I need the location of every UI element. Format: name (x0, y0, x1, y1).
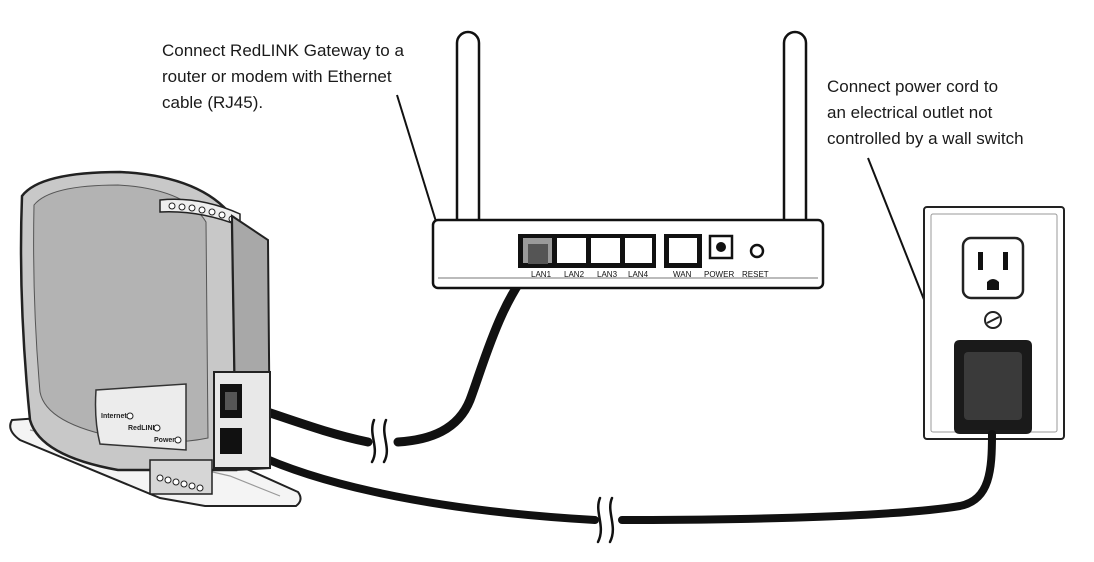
led-label-internet: Internet (101, 413, 127, 420)
lan2-port (557, 238, 586, 263)
ethernet-cable-break-icon (370, 418, 389, 464)
gateway-led-panel (94, 383, 187, 451)
power-cable-break-icon (596, 496, 615, 544)
power-cable-outlet-side (618, 430, 996, 524)
receptacle-ground (987, 279, 999, 290)
power-callout-line-2: an electrical outlet not (827, 103, 993, 122)
led-label-redlink: RedLINK (128, 425, 158, 432)
gateway-power-port (220, 428, 242, 454)
router-callout-line-2: router or modem with Ethernet (162, 67, 392, 86)
router-callout-line-1: Connect RedLINK Gateway to a (162, 41, 404, 60)
redlink-led-icon (153, 424, 161, 432)
port-label-lan2: LAN2 (564, 270, 585, 279)
router-power-jack-hole (716, 242, 726, 252)
port-label-reset: RESET (742, 270, 769, 279)
port-label-lan3: LAN3 (597, 270, 618, 279)
power-cable-gateway-side (232, 440, 599, 524)
power-callout-line-3: controlled by a wall switch (827, 129, 1024, 148)
power-plug-face (964, 352, 1022, 420)
gateway-ethernet-port-inner (225, 392, 237, 410)
internet-led-icon (126, 412, 134, 420)
power-led-icon (174, 436, 182, 444)
router-callout-line-3: cable (RJ45). (162, 93, 264, 112)
wan-port (669, 238, 697, 263)
router: LAN1 LAN2 LAN3 LAN4 WAN POWER RESET (431, 30, 825, 290)
led-label-power: Power (154, 437, 175, 444)
gateway-vent-dots (168, 202, 236, 223)
port-label-lan4: LAN4 (628, 270, 649, 279)
port-label-power: POWER (704, 270, 734, 279)
port-label-wan: WAN (673, 270, 692, 279)
port-label-lan1: LAN1 (531, 270, 552, 279)
cables (231, 253, 996, 544)
receptacle-slot-right (1003, 252, 1008, 270)
ethernet-cable-router-side (393, 253, 543, 447)
lan3-port (591, 238, 620, 263)
lan4-port (625, 238, 652, 263)
gateway-bottom-vent-dots (156, 474, 204, 492)
screw-slot (986, 316, 1000, 324)
redlink-gateway: Internet RedLINK Power (9, 170, 302, 507)
power-callout-line-1: Connect power cord to (827, 77, 999, 96)
router-leader-line (396, 94, 439, 229)
wall-outlet (923, 206, 1065, 440)
router-connection-callout: Connect RedLINK Gateway to a router or m… (162, 38, 404, 116)
power-connection-callout: Connect power cord to an electrical outl… (827, 74, 1024, 152)
router-reset-button (749, 243, 765, 259)
receptacle-slot-left (978, 252, 983, 270)
ethernet-plug (528, 244, 548, 264)
